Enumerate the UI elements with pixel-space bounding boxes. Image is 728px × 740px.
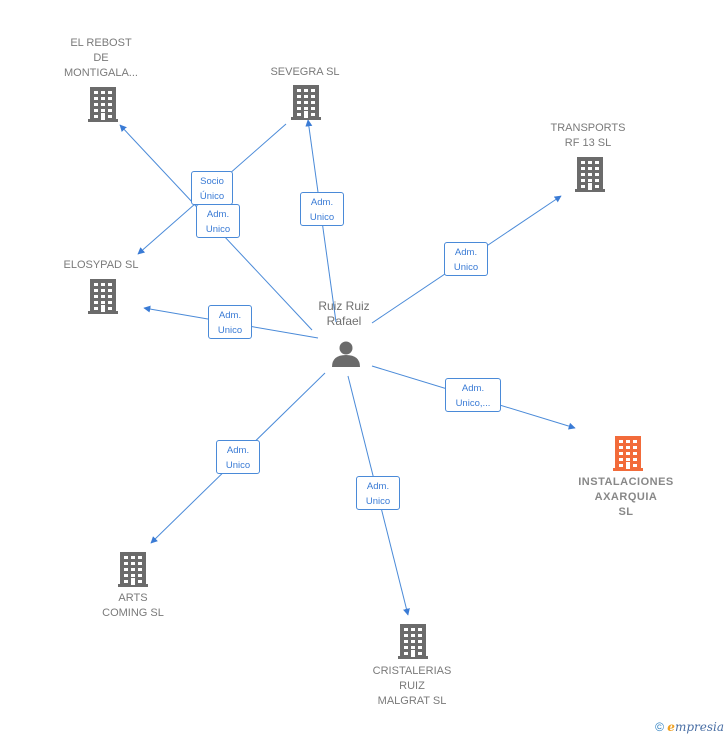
- edge-label-el-rebost[interactable]: Adm. Unico: [196, 204, 240, 238]
- node-label-cristalerias[interactable]: CRISTALERIAS RUIZ MALGRAT SL: [372, 664, 452, 707]
- edge-label-elosypad[interactable]: Adm. Unico: [208, 305, 252, 339]
- edge-label-sevegra[interactable]: Adm. Unico: [300, 192, 344, 226]
- building-icon[interactable]: [88, 87, 118, 122]
- node-label-arts[interactable]: ARTS COMING SL: [102, 592, 164, 619]
- edge-label-instalaciones[interactable]: Adm. Unico,...: [445, 378, 501, 412]
- copyright-icon: ©: [655, 720, 664, 734]
- footer-brand: © empresia: [655, 720, 724, 734]
- node-label-sevegra[interactable]: SEVEGRA SL: [270, 65, 340, 78]
- building-icon[interactable]: [398, 624, 428, 659]
- node-label-transports[interactable]: TRANSPORTS RF 13 SL: [550, 122, 626, 149]
- node-label-el-rebost[interactable]: EL REBOST DE MONTIGALA...: [64, 36, 138, 79]
- edge-label-transports[interactable]: Adm. Unico: [444, 242, 488, 276]
- edge-label-arts[interactable]: Adm. Unico: [216, 440, 260, 474]
- node-label-instalaciones[interactable]: INSTALACIONES AXARQUIA SL: [578, 475, 674, 518]
- brand-logo: empresia: [667, 720, 724, 734]
- center-person-label[interactable]: Ruiz Ruiz Rafael: [318, 299, 370, 328]
- edge-label-cristalerias[interactable]: Adm. Unico: [356, 476, 400, 510]
- building-icon[interactable]: [575, 157, 605, 192]
- edge-label-elosypad[interactable]: Socio Único: [191, 171, 233, 205]
- person-icon[interactable]: [332, 341, 360, 368]
- building-icon[interactable]: [291, 85, 321, 120]
- building-icon[interactable]: [118, 552, 148, 587]
- building-icon[interactable]: [613, 436, 643, 471]
- building-icon[interactable]: [88, 279, 118, 314]
- node-label-elosypad[interactable]: ELOSYPAD SL: [63, 258, 139, 271]
